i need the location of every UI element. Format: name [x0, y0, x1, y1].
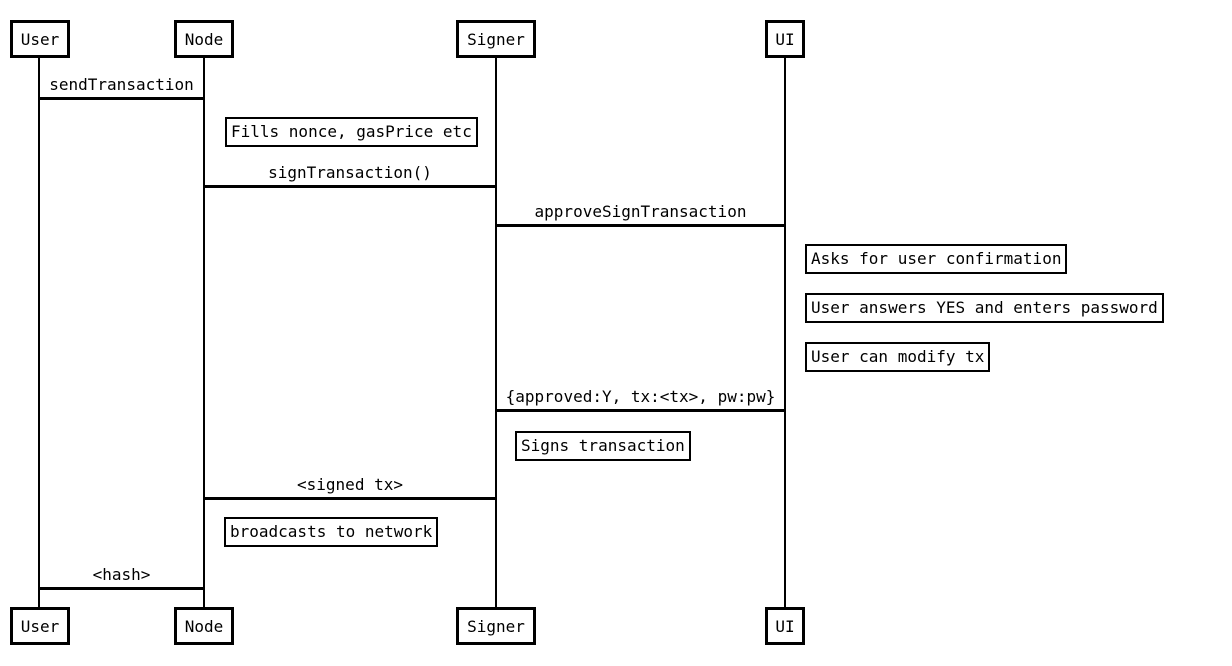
note-box-1: Asks for user confirmation	[805, 244, 1068, 274]
note-box-4: Signs transaction	[515, 431, 691, 461]
message-line-3	[496, 409, 785, 412]
note-box-2: User answers YES and enters password	[805, 293, 1164, 323]
note-box-0: Fills nonce, gasPrice etc	[225, 117, 478, 147]
actor-bottom-user: User	[10, 607, 70, 645]
actor-bottom-node: Node	[174, 607, 234, 645]
lifeline-signer	[495, 58, 497, 607]
message-label-3: {approved:Y, tx:<tx>, pw:pw}	[505, 387, 776, 406]
actor-top-ui: UI	[765, 20, 805, 58]
actor-top-node: Node	[174, 20, 234, 58]
message-label-0: sendTransaction	[49, 75, 194, 94]
message-label-5: <hash>	[92, 565, 151, 584]
note-box-3: User can modify tx	[805, 342, 991, 372]
lifeline-ui	[784, 58, 786, 607]
message-label-2: approveSignTransaction	[534, 202, 747, 221]
message-label-1: signTransaction()	[268, 163, 432, 182]
message-line-0	[39, 97, 204, 100]
actor-bottom-ui: UI	[765, 607, 805, 645]
note-box-5: broadcasts to network	[224, 517, 439, 547]
message-label-4: <signed tx>	[297, 475, 403, 494]
message-line-2	[496, 224, 785, 227]
message-line-5	[39, 587, 204, 590]
actor-top-signer: Signer	[456, 20, 536, 58]
actor-top-user: User	[10, 20, 70, 58]
message-line-1	[204, 185, 496, 188]
lifeline-user	[38, 58, 40, 607]
lifeline-node	[203, 58, 205, 607]
actor-bottom-signer: Signer	[456, 607, 536, 645]
message-line-4	[204, 497, 496, 500]
